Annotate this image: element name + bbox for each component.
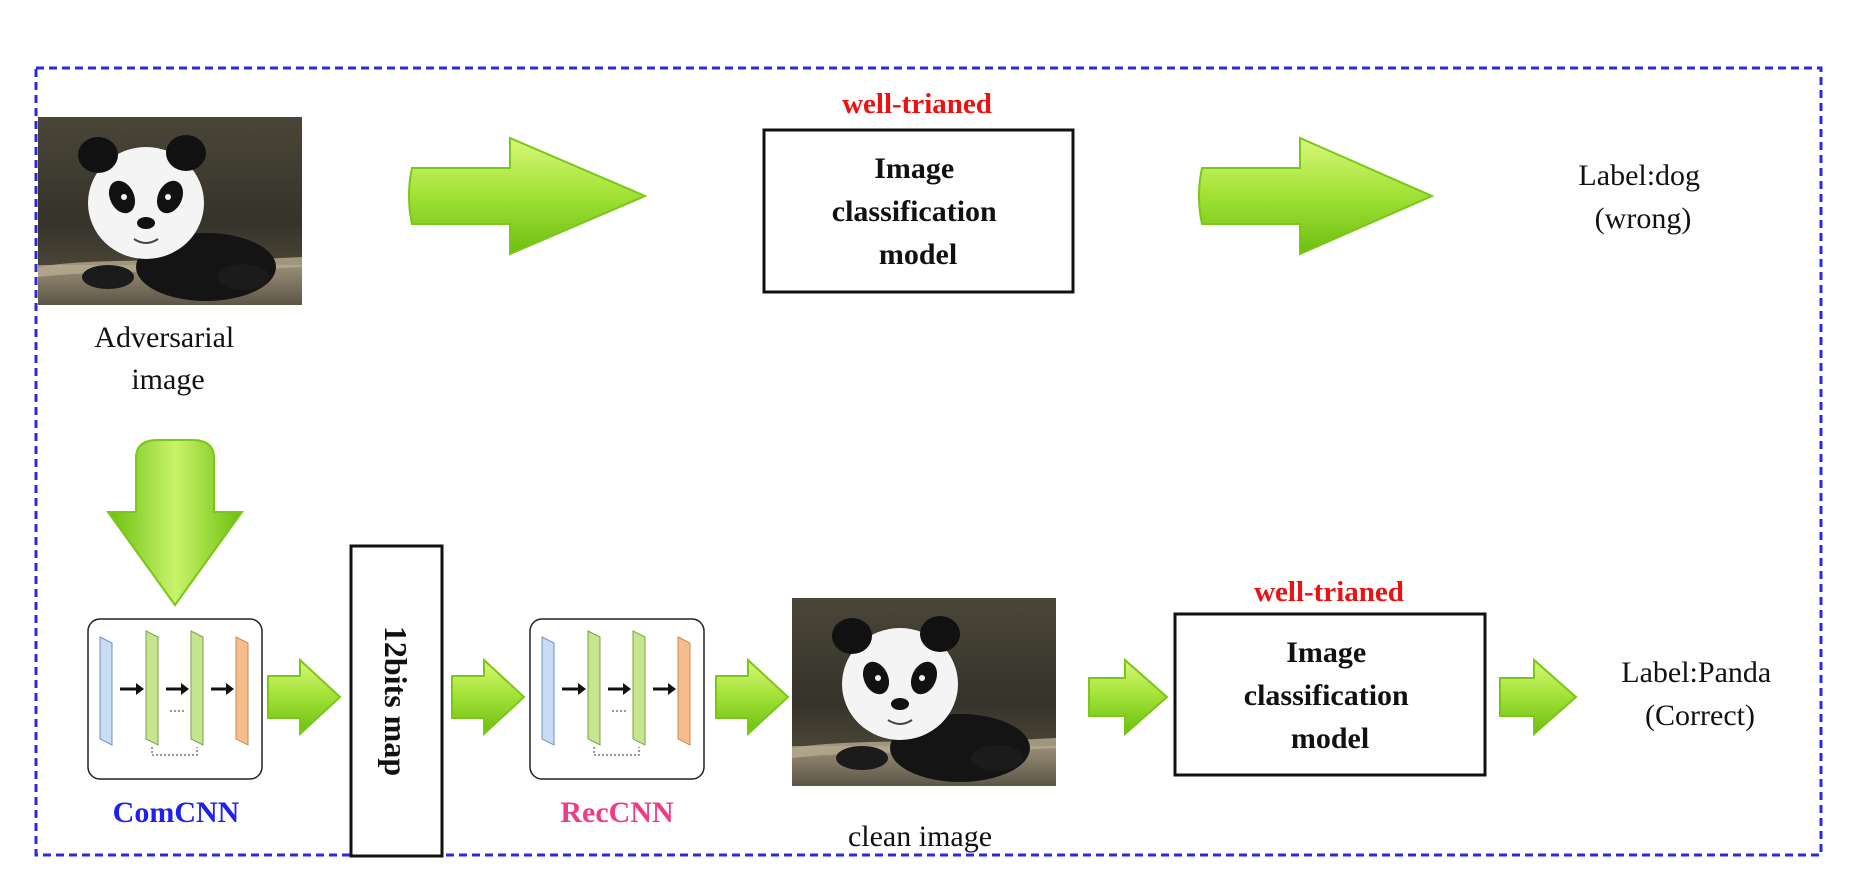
well-trained-badge-bottom: well-trianed <box>1254 576 1404 608</box>
wrong-prediction-label: Label:dog (wrong) <box>1578 159 1707 235</box>
reccnn-network-schematic <box>528 617 706 781</box>
pipeline-frame <box>34 66 1823 857</box>
model-label-line: model <box>1291 722 1369 755</box>
model-label-line: Image <box>1286 636 1366 669</box>
clean-panda-image <box>791 597 1057 787</box>
arrow-right-icon <box>451 657 526 737</box>
well-trained-badge-top: well-trianed <box>842 88 992 120</box>
adversarial-panda-image <box>37 116 303 306</box>
result-status-bottom: (Correct) <box>1645 699 1755 732</box>
arrow-right-icon <box>1499 657 1578 737</box>
model-label-line: model <box>879 238 957 271</box>
reccnn-label: RecCNN <box>560 796 674 829</box>
classification-model-box-bottom <box>1173 612 1487 777</box>
classification-model-box-top <box>762 128 1075 294</box>
comcnn-network-schematic <box>86 617 264 781</box>
adversarial-image-caption: Adversarial image <box>94 321 241 396</box>
adversarial-caption-line-2: image <box>131 363 204 396</box>
clean-image-caption: clean image <box>848 820 992 853</box>
result-label-bottom: Label:Panda <box>1621 656 1771 689</box>
adversarial-caption-line-1: Adversarial <box>94 321 234 354</box>
arrow-right-icon <box>267 657 342 737</box>
model-label-line: classification <box>1244 679 1409 712</box>
arrow-right-icon <box>1088 657 1169 737</box>
compact-map-label: 12bits map <box>378 626 414 776</box>
result-label-top: Label:dog <box>1578 159 1700 192</box>
arrow-down-icon <box>106 439 244 607</box>
classification-model-label-top: Image classification model <box>832 152 1005 271</box>
model-label-line: Image <box>874 152 954 185</box>
classification-model-label-bottom: Image classification model <box>1244 636 1417 755</box>
model-label-line: classification <box>832 195 997 228</box>
correct-prediction-label: Label:Panda (Correct) <box>1621 656 1778 732</box>
arrow-right-icon <box>1198 136 1435 256</box>
arrow-right-icon <box>408 136 648 256</box>
comcnn-label: ComCNN <box>113 796 240 829</box>
result-status-top: (wrong) <box>1595 202 1692 235</box>
arrow-right-icon <box>715 657 790 737</box>
compact-map-box <box>349 544 444 858</box>
